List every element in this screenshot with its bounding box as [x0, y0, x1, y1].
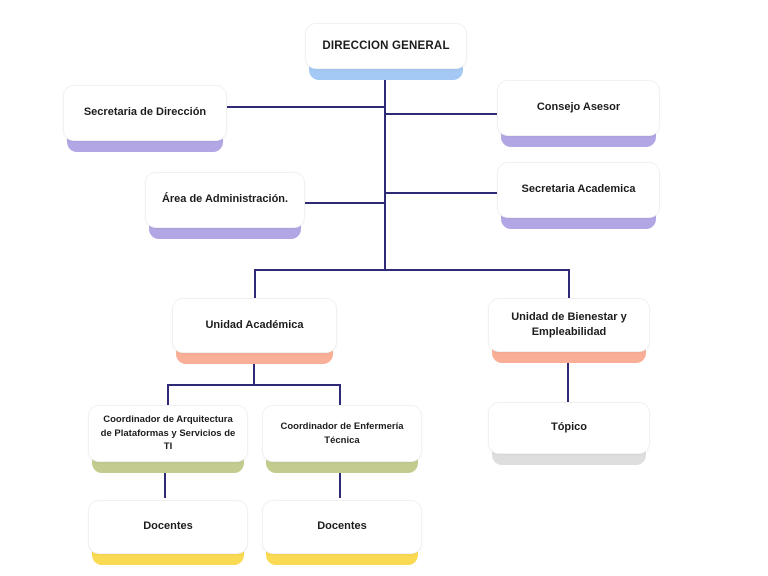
connector-drop-unidad-bienestar — [568, 269, 570, 298]
connector-arquitectura-docentes — [164, 472, 166, 498]
connector-enfermeria-docentes — [339, 472, 341, 498]
node-body: DIRECCION GENERAL — [305, 23, 467, 69]
connector-consejo-asesor — [385, 113, 497, 115]
node-label: Coordinador de Enfermería Técnica — [280, 420, 404, 446]
node-label: Secretaria de Dirección — [83, 106, 207, 119]
node-label: Tópico — [550, 421, 588, 434]
org-node-unidad-bienestar[interactable]: Unidad de Bienestar y Empleabilidad — [488, 298, 650, 363]
org-node-secretaria-direccion[interactable]: Secretaria de Dirección — [63, 85, 227, 152]
connector-unidad-academica-down — [253, 362, 255, 385]
org-node-consejo-asesor[interactable]: Consejo Asesor — [497, 80, 660, 147]
connector-drop-unidad-academica — [254, 269, 256, 298]
node-label: Docentes — [143, 520, 193, 533]
node-label: Unidad Académica — [205, 318, 304, 331]
node-body: Área de Administración. — [145, 172, 305, 228]
node-label: Coordinador de Arquitectura de Plataform… — [100, 413, 236, 453]
org-node-coordinador-enfermeria[interactable]: Coordinador de Enfermería Técnica — [262, 405, 422, 473]
node-body: Docentes — [88, 500, 248, 554]
connector-drop-coordinador-enfermeria — [339, 384, 341, 405]
org-node-secretaria-academica[interactable]: Secretaria Academica — [497, 162, 660, 229]
connector-drop-coordinador-arquitectura — [167, 384, 169, 405]
node-body: Docentes — [262, 500, 422, 554]
connector-level3-horizontal — [254, 269, 570, 271]
node-label: Docentes — [317, 520, 367, 533]
node-label: Unidad de Bienestar y Empleabilidad — [511, 310, 627, 338]
node-body: Secretaria de Dirección — [63, 85, 227, 141]
connector-secretaria-direccion — [227, 106, 385, 108]
connector-trunk-vertical — [384, 78, 386, 271]
connector-coordinadores-horizontal — [167, 384, 341, 386]
node-body: Coordinador de Enfermería Técnica — [262, 405, 422, 462]
connector-area-administracion — [305, 202, 385, 204]
org-node-docentes-enfermeria[interactable]: Docentes — [262, 500, 422, 565]
org-node-coordinador-arquitectura[interactable]: Coordinador de Arquitectura de Plataform… — [88, 405, 248, 473]
node-label: Secretaria Academica — [521, 183, 636, 196]
node-body: Coordinador de Arquitectura de Plataform… — [88, 405, 248, 462]
org-node-area-administracion[interactable]: Área de Administración. — [145, 172, 305, 239]
connector-bienestar-topico — [567, 361, 569, 402]
node-label: DIRECCION GENERAL — [322, 39, 450, 52]
connector-secretaria-academica — [385, 192, 497, 194]
node-body: Consejo Asesor — [497, 80, 660, 136]
node-body: Secretaria Academica — [497, 162, 660, 218]
node-body: Unidad de Bienestar y Empleabilidad — [488, 298, 650, 352]
node-label: Área de Administración. — [161, 193, 289, 206]
org-node-direccion-general[interactable]: DIRECCION GENERAL — [305, 23, 467, 80]
org-node-docentes-arquitectura[interactable]: Docentes — [88, 500, 248, 565]
node-body: Unidad Académica — [172, 298, 337, 353]
node-label: Consejo Asesor — [536, 101, 621, 114]
org-node-topico[interactable]: Tópico — [488, 402, 650, 465]
org-node-unidad-academica[interactable]: Unidad Académica — [172, 298, 337, 364]
node-body: Tópico — [488, 402, 650, 454]
